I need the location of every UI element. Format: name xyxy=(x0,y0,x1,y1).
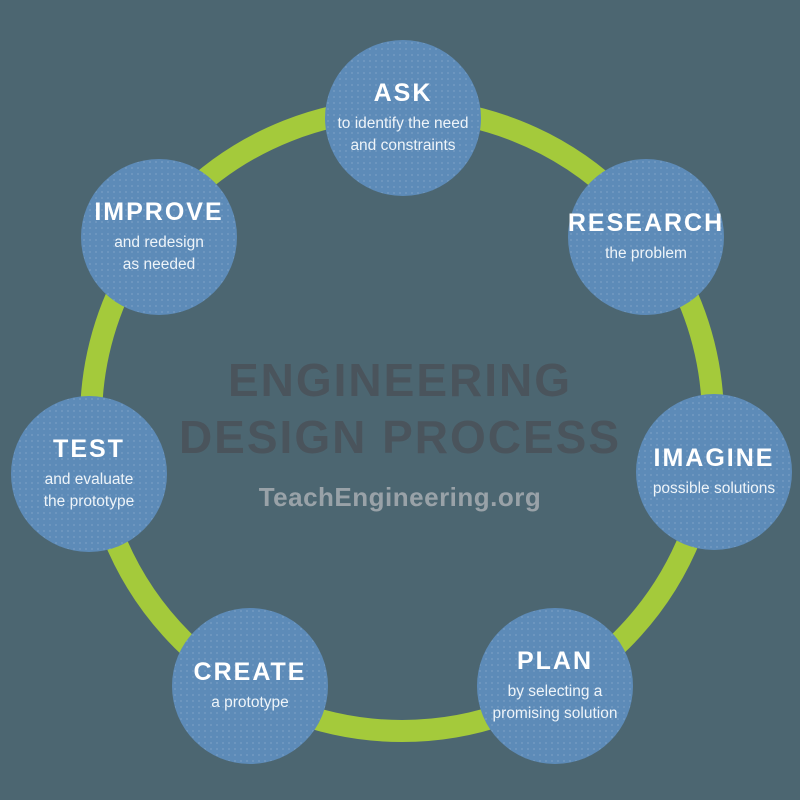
diagram-title-line1: ENGINEERING xyxy=(227,354,573,406)
step-title-ask: ASK xyxy=(373,78,433,107)
step-circle-improve: IMPROVE and redesign as needed xyxy=(81,159,237,315)
step-title-research: RESEARCH xyxy=(567,208,725,237)
step-title-create: CREATE xyxy=(193,657,307,686)
step-circle-test: TEST and evaluate the prototype xyxy=(11,396,167,552)
step-title-improve: IMPROVE xyxy=(94,197,224,226)
step-description-create: a prototype xyxy=(211,693,289,711)
step-circle-imagine: IMAGINE possible solutions xyxy=(636,394,792,550)
diagram-title-line2: DESIGN PROCESS xyxy=(178,411,622,463)
website-label: TeachEngineering.org xyxy=(258,482,542,512)
step-description-imagine: possible solutions xyxy=(652,479,776,497)
step-circle-plan: PLAN by selecting a promising solution xyxy=(477,608,633,764)
step-description-ask: to identify the need and constraints xyxy=(337,114,469,154)
step-title-plan: PLAN xyxy=(516,646,594,675)
step-description-plan: by selecting a promising solution xyxy=(492,682,618,722)
diagram-title: ENGINEERING DESIGN PROCESS xyxy=(0,352,800,466)
step-circle-create: CREATE a prototype xyxy=(172,608,328,764)
step-description-research: the problem xyxy=(605,244,687,262)
step-circle-research: RESEARCH the problem xyxy=(568,159,724,315)
step-title-imagine: IMAGINE xyxy=(653,443,775,472)
step-description-test: and evaluate the prototype xyxy=(43,470,135,510)
step-description-improve: and redesign as needed xyxy=(114,233,204,273)
step-title-test: TEST xyxy=(53,434,125,463)
diagram-center-text: ENGINEERING DESIGN PROCESS TeachEngineer… xyxy=(0,352,800,513)
step-circle-ask: ASK to identify the need and constraints xyxy=(325,40,481,196)
